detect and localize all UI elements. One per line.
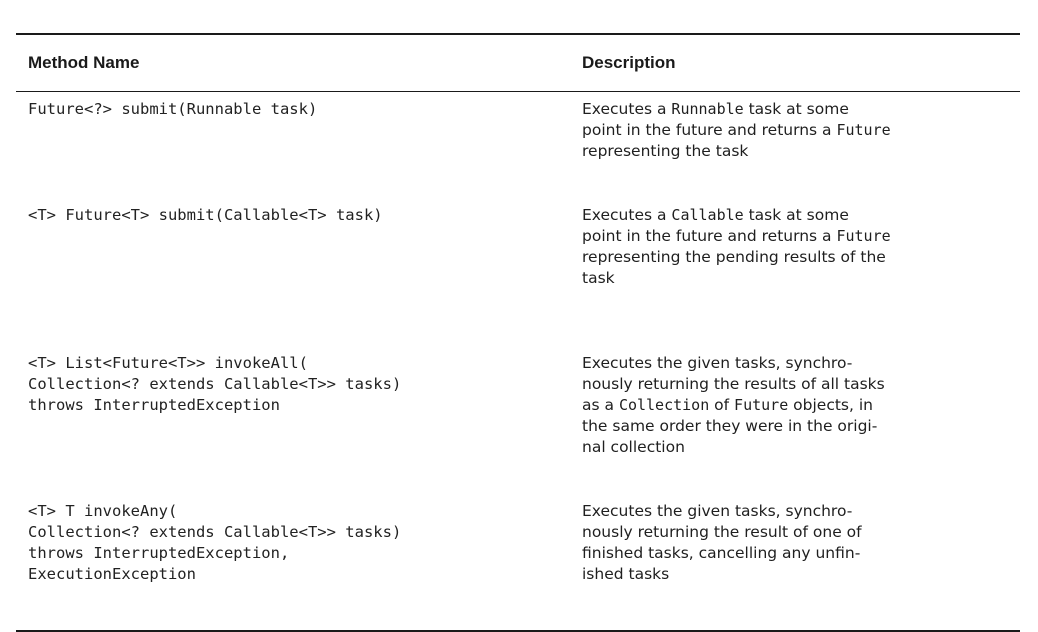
description-text: nously returning the result of one of (582, 523, 862, 541)
description-text: of (709, 396, 735, 414)
table-row: <T> T invokeAny( Collection<? extends Cal… (16, 494, 1020, 630)
description-text: finished tasks, cancelling any unfin- (582, 544, 861, 562)
description-line: point in the future and returns a Future (582, 120, 1016, 141)
method-signature: Future<?> submit(Runnable task) (16, 92, 582, 198)
header-description: Description (582, 53, 676, 72)
description-text: point in the future and returns a (582, 227, 837, 245)
method-description: Executes the given tasks, synchro-nously… (582, 494, 1020, 630)
table-header-rule (16, 91, 1020, 92)
description-line: ished tasks (582, 564, 1016, 585)
description-text: Executes a (582, 100, 672, 118)
method-description: Executes the given tasks, synchro-nously… (582, 346, 1020, 494)
method-signature: <T> T invokeAny( Collection<? extends Cal… (16, 494, 582, 630)
description-text: point in the future and returns a (582, 121, 837, 139)
method-table: Method Name Description Future<?> submit… (16, 33, 1020, 632)
description-text: ished tasks (582, 565, 670, 583)
header-method-name: Method Name (28, 53, 140, 72)
method-signature-line: <T> Future<T> submit(Callable<T> task) (28, 206, 383, 224)
description-text: Executes the given tasks, synchro- (582, 354, 853, 372)
description-line: Executes a Runnable task at some (582, 99, 1016, 120)
method-signature: <T> List<Future<T>> invokeAll( Collection… (16, 346, 582, 494)
description-text: representing the task (582, 142, 749, 160)
description-text: the same order they were in the origi- (582, 417, 878, 435)
description-line: the same order they were in the origi- (582, 416, 1016, 437)
description-text: task at some (743, 100, 849, 118)
method-signature-line: ExecutionException (28, 565, 196, 583)
description-line: Executes a Callable task at some (582, 205, 1016, 226)
inline-code: Future (836, 121, 891, 139)
method-signature-line: throws InterruptedException (28, 396, 280, 414)
description-line: finished tasks, cancelling any unfin- (582, 543, 1016, 564)
description-text: as a (582, 396, 619, 414)
inline-code: Future (734, 396, 789, 414)
description-text: task (582, 269, 615, 287)
inline-code: Future (836, 227, 891, 245)
description-line: representing the task (582, 141, 1016, 162)
inline-code: Collection (618, 396, 710, 414)
description-line: nously returning the results of all task… (582, 374, 1016, 395)
description-text: objects, in (788, 396, 873, 414)
description-line: Executes the given tasks, synchro- (582, 353, 1016, 374)
description-line: representing the pending results of the (582, 247, 1016, 268)
inline-code: Callable (671, 206, 744, 224)
table-row: <T> List<Future<T>> invokeAll( Collection… (16, 346, 1020, 494)
description-text: Executes a (582, 206, 672, 224)
method-signature-line: Collection<? extends Callable<T>> tasks) (28, 375, 402, 393)
method-signature: <T> Future<T> submit(Callable<T> task) (16, 198, 582, 346)
method-signature-line: Collection<? extends Callable<T>> tasks) (28, 523, 402, 541)
description-line: nal collection (582, 437, 1016, 458)
description-text: representing the pending results of the (582, 248, 886, 266)
method-signature-line: throws InterruptedException, (28, 544, 290, 562)
description-line: Executes the given tasks, synchro- (582, 501, 1016, 522)
method-signature-line: Future<?> submit(Runnable task) (28, 100, 318, 118)
table-top-rule (16, 33, 1020, 35)
description-text: Executes the given tasks, synchro- (582, 502, 853, 520)
method-signature-line: <T> T invokeAny( (28, 502, 178, 520)
description-text: nal collection (582, 438, 685, 456)
description-line: task (582, 268, 1016, 289)
description-text: nously returning the results of all task… (582, 375, 885, 393)
description-line: point in the future and returns a Future (582, 226, 1016, 247)
table-body: Future<?> submit(Runnable task) Executes … (16, 92, 1020, 630)
description-line: as a Collection of Future objects, in (582, 395, 1016, 416)
table-row: <T> Future<T> submit(Callable<T> task) Ex… (16, 198, 1020, 346)
description-line: nously returning the result of one of (582, 522, 1016, 543)
method-signature-line: <T> List<Future<T>> invokeAll( (28, 354, 308, 372)
table-header-row: Method Name Description (16, 35, 1020, 91)
table-row: Future<?> submit(Runnable task) Executes … (16, 92, 1020, 198)
inline-code: Runnable (671, 100, 744, 118)
description-text: task at some (743, 206, 849, 224)
